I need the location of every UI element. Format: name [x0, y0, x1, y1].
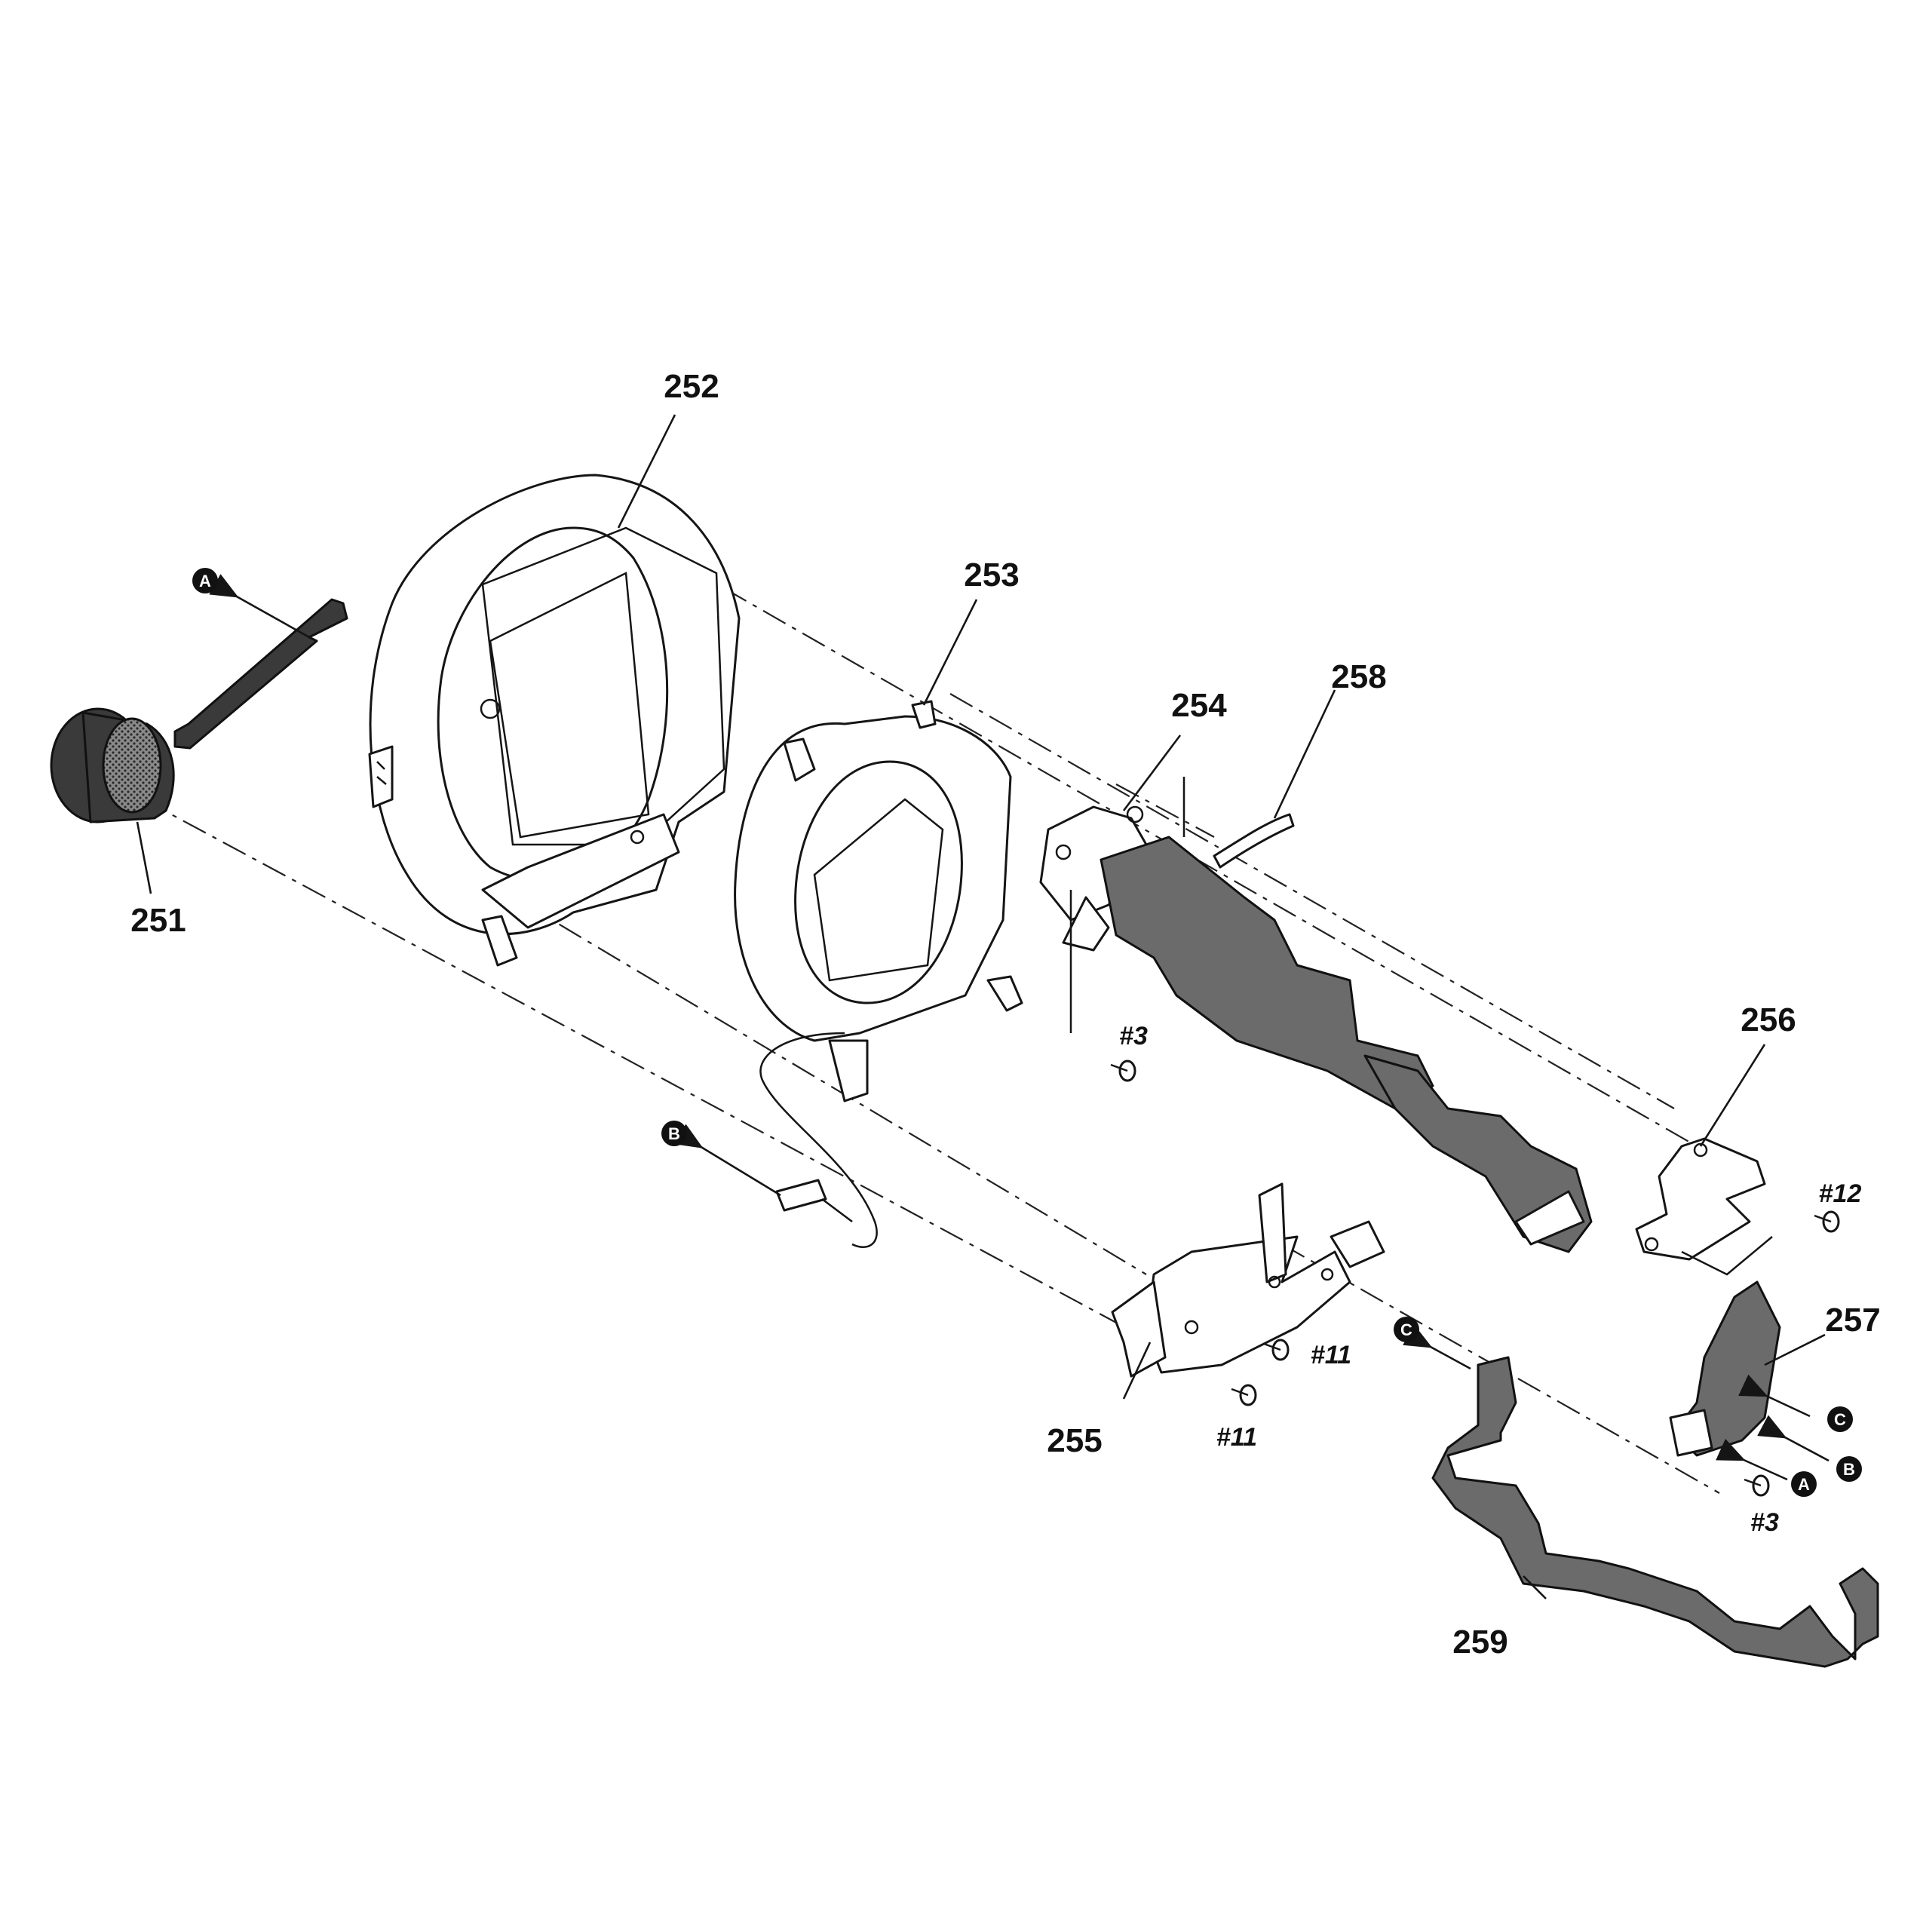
label-screw-3-upper: #3	[1119, 1022, 1148, 1050]
arrow-icon	[1403, 1324, 1471, 1370]
screw-icon	[1814, 1210, 1840, 1233]
label-254: 254	[1171, 687, 1227, 724]
leader-lines	[136, 414, 1826, 1599]
label-screw-11-lower: #11	[1216, 1423, 1257, 1452]
label-259: 259	[1452, 1624, 1507, 1661]
label-258: 258	[1331, 658, 1386, 695]
label-screw-12: #12	[1819, 1179, 1862, 1208]
label-256: 256	[1741, 1001, 1796, 1038]
svg-text:A: A	[1798, 1475, 1810, 1494]
direction-arrows	[209, 574, 1830, 1481]
connection-marker-icon	[1394, 1317, 1419, 1342]
svg-text:A: A	[199, 572, 211, 590]
screws	[1110, 1060, 1840, 1497]
label-255: 255	[1047, 1422, 1102, 1459]
screw-icon	[1744, 1474, 1770, 1497]
connection-marker-icon	[1836, 1456, 1862, 1482]
label-253: 253	[964, 557, 1019, 593]
part-251-motor	[50, 598, 348, 823]
arrow-icon	[209, 574, 310, 639]
svg-text:C: C	[1400, 1320, 1412, 1339]
svg-text:B: B	[1843, 1460, 1855, 1479]
connection-markers: A B C C A B	[192, 568, 1862, 1497]
screw-icon	[1263, 1339, 1290, 1361]
arrow-icon	[1716, 1438, 1788, 1481]
marker-a-right: A	[1791, 1471, 1817, 1497]
screw-icon	[1110, 1060, 1136, 1082]
connection-marker-icon	[1791, 1471, 1817, 1497]
part-labels: 251 252 253 254 255 256 257 258 259	[130, 368, 1880, 1661]
label-screw-11-upper: #11	[1311, 1341, 1351, 1369]
marker-a-upper: A	[192, 568, 218, 593]
part-252-front-frame	[368, 474, 741, 967]
part-257-block	[1669, 1280, 1781, 1457]
screw-icon	[1231, 1384, 1257, 1406]
svg-text:C: C	[1834, 1410, 1846, 1429]
marker-c-right: C	[1827, 1406, 1853, 1432]
label-257: 257	[1825, 1302, 1880, 1339]
connection-marker-icon	[661, 1121, 687, 1146]
marker-b-right: B	[1836, 1456, 1862, 1482]
arrow-icon	[673, 1124, 781, 1197]
part-254-board	[1039, 805, 1593, 1253]
marker-c-left: C	[1394, 1317, 1419, 1342]
arrow-icon	[1757, 1415, 1830, 1462]
part-256-bracket	[1635, 1137, 1773, 1276]
label-252: 252	[664, 368, 719, 405]
marker-b-left: B	[661, 1121, 687, 1146]
label-screw-3-lower: #3	[1750, 1508, 1779, 1537]
connection-marker-icon	[1827, 1406, 1853, 1432]
label-251: 251	[130, 902, 186, 939]
part-258-strap	[1213, 813, 1295, 869]
part-253-rear-ring	[734, 700, 1023, 1248]
arrow-icon	[1738, 1374, 1811, 1418]
connection-marker-icon	[192, 568, 218, 593]
screw-labels: #3 #11 #11 #12 #3	[1119, 1022, 1861, 1537]
part-259-flex-cable	[1431, 1356, 1879, 1668]
svg-text:B: B	[668, 1124, 680, 1143]
alignment-lines	[143, 587, 1720, 1494]
part-255-bracket	[1111, 1182, 1385, 1378]
